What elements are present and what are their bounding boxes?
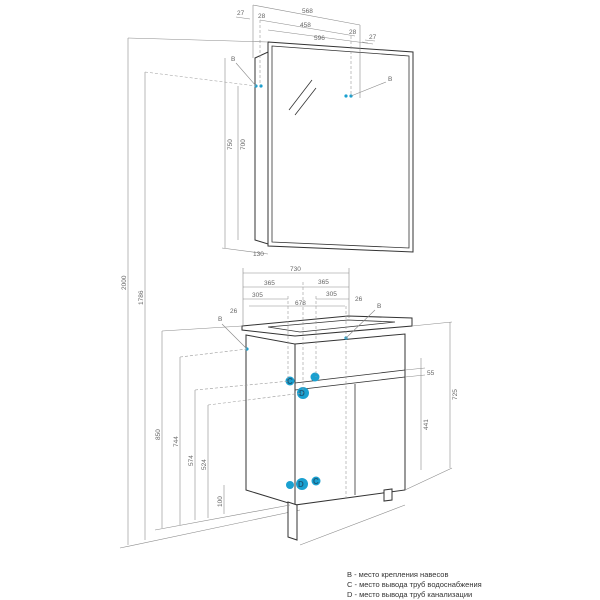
vanity-cabinet: C D C D 730 365 365 305 305 678 26 26 B … [154, 266, 459, 546]
drain-pipe-marker [296, 478, 308, 490]
basin-top [241, 315, 413, 337]
dim-305-right: 305 [326, 291, 337, 298]
dim-730: 730 [290, 266, 301, 273]
dim-130: 130 [253, 251, 264, 258]
vanity-front [294, 333, 406, 506]
dim-596: 596 [314, 35, 325, 42]
legend-item-b: B - место крепления навесов [347, 570, 448, 579]
dim-1786: 1786 [138, 290, 145, 305]
legend-item-c: C - место вывода труб водоснабжения [347, 580, 482, 589]
dim-26-right: 26 [355, 296, 363, 303]
dim-750: 750 [227, 139, 234, 150]
mount-label-b: B [377, 303, 381, 310]
dim-305-left: 305 [252, 292, 263, 299]
mirror-front [267, 41, 414, 253]
mount-label-b: B [218, 316, 222, 323]
dim-28-right: 28 [349, 29, 357, 36]
dim-524: 524 [201, 459, 208, 470]
mirror-cabinet: 27 28 568 458 28 27 596 B B 750 700 130 [221, 4, 414, 258]
dim-365-right: 365 [318, 279, 329, 286]
marker-d-label: D [299, 389, 305, 398]
water-pipe-marker [311, 476, 321, 486]
legend-item-d: D - место вывода труб канализации [347, 590, 472, 599]
dim-725: 725 [452, 389, 459, 400]
dim-441: 441 [423, 419, 430, 430]
leg [287, 501, 298, 541]
marker-c-label: C [313, 477, 319, 486]
dim-55: 55 [427, 370, 435, 377]
dim-744: 744 [173, 436, 180, 447]
dim-26-left: 26 [230, 308, 238, 315]
dim-100: 100 [217, 496, 224, 507]
mirror-glare-icon [288, 79, 313, 111]
dim-574: 574 [188, 455, 195, 466]
mount-label-b: B [388, 76, 392, 83]
leg [383, 488, 393, 502]
dim-458: 458 [300, 22, 311, 29]
dim-700: 700 [240, 139, 247, 150]
mirror-side-panel [254, 51, 269, 245]
dim-568: 568 [302, 8, 313, 15]
dim-2000: 2000 [121, 275, 128, 290]
legend: B - место крепления навесов C - место вы… [347, 570, 482, 599]
marker-c-label: C [287, 377, 293, 386]
marker-d-label: D [298, 480, 304, 489]
dim-678: 678 [295, 300, 306, 307]
water-pipe-marker [310, 372, 320, 382]
mount-label-b: B [231, 56, 235, 63]
vanity-side [245, 334, 296, 506]
dim-850: 850 [155, 429, 162, 440]
dim-27-right: 27 [369, 34, 377, 41]
overall-height-dims: 2000 1786 [119, 37, 301, 549]
dim-28-left: 28 [258, 13, 266, 20]
dim-365-left: 365 [264, 280, 275, 287]
dim-27-left: 27 [237, 10, 245, 17]
